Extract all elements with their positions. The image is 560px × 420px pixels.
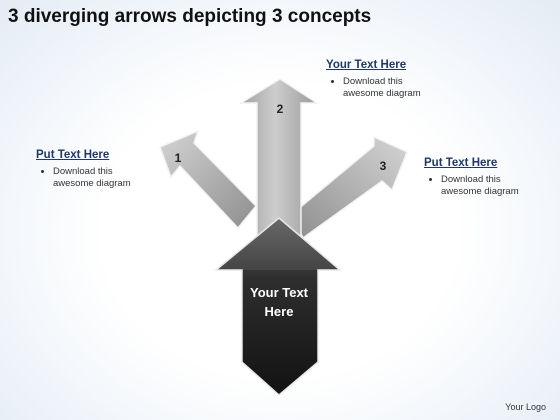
callout-left-bullet: Download this awesome diagram xyxy=(53,166,153,190)
center-arrow xyxy=(213,217,343,396)
center-arrow-text-line2: Here xyxy=(265,304,294,319)
callout-top-heading: Your Text Here xyxy=(326,59,407,71)
slide-title: 3 diverging arrows depicting 3 concepts xyxy=(8,6,372,27)
callout-left-list: Download this awesome diagram xyxy=(36,166,153,190)
center-arrow-text-line1: Your Text xyxy=(250,285,309,300)
arrow-1 xyxy=(159,129,258,230)
callout-top: Your Text Here Download this awesome dia… xyxy=(326,59,443,100)
arrow-1-label: 1 xyxy=(175,151,182,165)
arrow-2-label: 2 xyxy=(277,102,284,116)
callout-left: Put Text Here Download this awesome diag… xyxy=(36,149,153,190)
callout-top-bullet: Download this awesome diagram xyxy=(343,76,443,100)
callout-right-bullet: Download this awesome diagram xyxy=(441,174,541,198)
callout-top-list: Download this awesome diagram xyxy=(326,76,443,100)
arrow-3 xyxy=(291,135,408,240)
callout-right-heading: Put Text Here xyxy=(424,157,498,169)
callout-right-list: Download this awesome diagram xyxy=(424,174,541,198)
callout-right: Put Text Here Download this awesome diag… xyxy=(424,157,541,198)
callout-left-heading: Put Text Here xyxy=(36,149,110,161)
arrow-3-label: 3 xyxy=(380,159,387,173)
footer-logo: Your Logo xyxy=(505,402,546,412)
